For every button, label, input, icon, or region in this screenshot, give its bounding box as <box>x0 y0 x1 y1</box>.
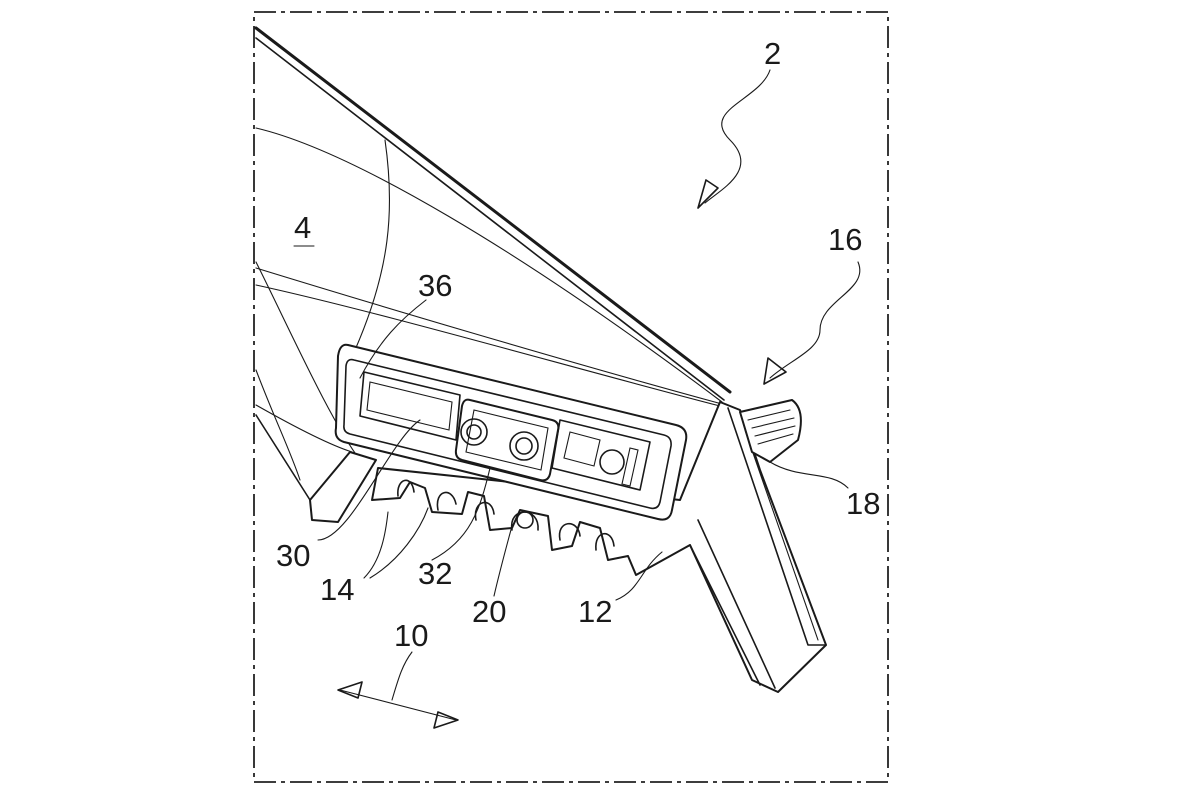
label-36: 36 <box>418 268 452 303</box>
label-14: 14 <box>320 572 354 607</box>
label-2: 2 <box>764 36 781 71</box>
label-12: 12 <box>578 594 612 629</box>
label-20: 20 <box>472 594 506 629</box>
label-4: 4 <box>294 210 311 245</box>
label-10: 10 <box>394 618 428 653</box>
label-32: 32 <box>418 556 452 591</box>
label-30: 30 <box>276 538 310 573</box>
label-18: 18 <box>846 486 880 521</box>
connector-stub <box>310 452 376 522</box>
label-16: 16 <box>828 222 862 257</box>
